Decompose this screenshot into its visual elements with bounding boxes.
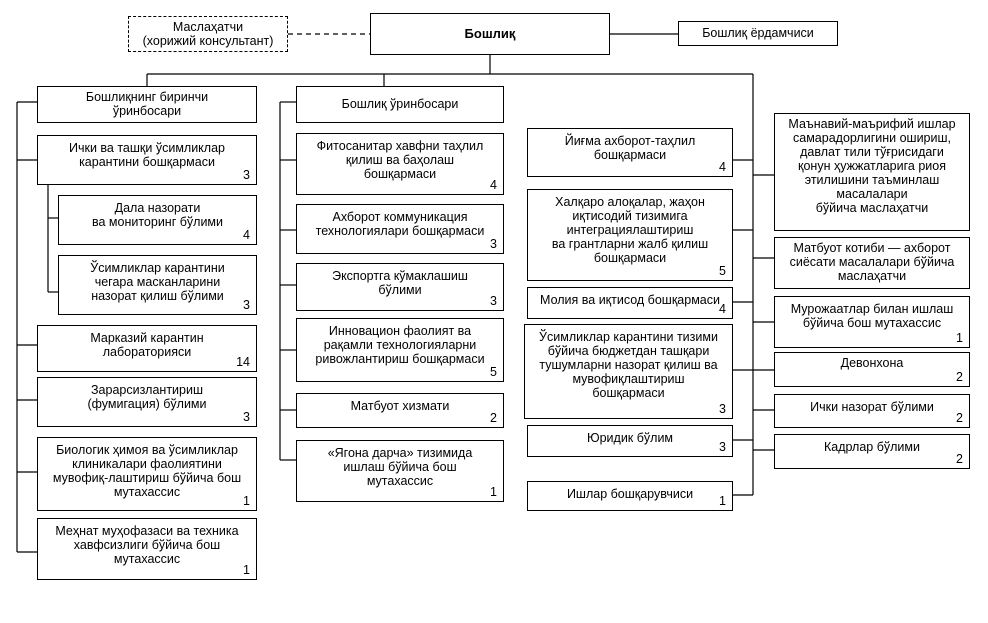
assistant-box: Бошлиқ ёрдамчиси bbox=[678, 21, 838, 46]
col2-item: «Ягона дарча» тизимида ишлаш бўйича бош … bbox=[296, 440, 504, 502]
col2-item-title: Экспортга кўмаклашиш бўлими bbox=[332, 269, 468, 297]
col4-item-count: 2 bbox=[956, 411, 963, 425]
col1-item-count: 3 bbox=[243, 410, 250, 424]
col4-item: Кадрлар бўлими 2 bbox=[774, 434, 970, 469]
col3-item-count: 4 bbox=[719, 160, 726, 174]
col2-item: Экспортга кўмаклашиш бўлими 3 bbox=[296, 263, 504, 311]
col3-item: Йиғма ахборот-таҳлил бошқармаси 4 bbox=[527, 128, 733, 177]
col3-item-count: 5 bbox=[719, 264, 726, 278]
col1-item: Ички ва ташқи ўсимликлар карантини бошқа… bbox=[37, 135, 257, 185]
col2-item-title: Инновацион фаолият ва рақамли технология… bbox=[315, 324, 485, 366]
col2-item-count: 3 bbox=[490, 237, 497, 251]
head-title: Бошлиқ bbox=[464, 26, 516, 41]
col1-item-count: 14 bbox=[236, 355, 250, 369]
col1-item-title: Ўсимликлар карантини чегара масканларини… bbox=[90, 261, 225, 303]
col1-item-count: 1 bbox=[243, 494, 250, 508]
col1-item: Зарарсизлантириш (фумигация) бўлими 3 bbox=[37, 377, 257, 427]
assistant-title: Бошлиқ ёрдамчиси bbox=[702, 26, 814, 40]
col1-item: Дала назорати ва мониторинг бўлими 4 bbox=[58, 195, 257, 245]
col2-item: Инновацион фаолият ва рақамли технология… bbox=[296, 318, 504, 382]
col2-item: Фитосанитар хавфни таҳлил қилиш ва баҳол… bbox=[296, 133, 504, 195]
col1-item-count: 3 bbox=[243, 168, 250, 182]
col2-item-count: 5 bbox=[490, 365, 497, 379]
col2-item-title: Фитосанитар хавфни таҳлил қилиш ва баҳол… bbox=[316, 139, 484, 181]
col1-item-title: Дала назорати ва мониторинг бўлими bbox=[91, 201, 224, 229]
col1-item: Ўсимликлар карантини чегара масканларини… bbox=[58, 255, 257, 315]
consultant-box: Маслаҳатчи (хорижий консультант) bbox=[128, 16, 288, 52]
col4-item: Ички назорат бўлими 2 bbox=[774, 394, 970, 428]
col2-item-title: Матбуот хизмати bbox=[350, 399, 450, 413]
col2-item: Матбуот хизмати 2 bbox=[296, 393, 504, 428]
col2-item: Ахборот коммуникация технологиялари бошқ… bbox=[296, 204, 504, 254]
col1-item-title: Биологик ҳимоя ва ўсимликлар клиникалари… bbox=[52, 443, 242, 499]
col2-item-count: 1 bbox=[490, 485, 497, 499]
col2-item-title: «Ягона дарча» тизимида ишлаш бўйича бош … bbox=[327, 446, 473, 488]
col3-item: Молия ва иқтисод бошқармаси 4 bbox=[527, 287, 733, 319]
col3-item-count: 1 bbox=[719, 494, 726, 508]
col3-item: Халқаро алоқалар, жаҳон иқтисодий тизими… bbox=[527, 189, 733, 281]
col3-item-title: Молия ва иқтисод бошқармаси bbox=[540, 293, 720, 307]
col4-item-count: 2 bbox=[956, 370, 963, 384]
col4-item-title: Кадрлар бўлими bbox=[824, 440, 920, 454]
col1-item-count: 3 bbox=[243, 298, 250, 312]
col2-item-title: Ахборот коммуникация технологиялари бошқ… bbox=[315, 210, 485, 238]
col3-item-count: 3 bbox=[719, 402, 726, 416]
col1-item-count: 1 bbox=[243, 563, 250, 577]
col2-item-count: 2 bbox=[490, 411, 497, 425]
col3-item: Ишлар бошқарувчиси 1 bbox=[527, 481, 733, 511]
col1-item: Меҳнат муҳофазаси ва техника хавфсизлиги… bbox=[37, 518, 257, 580]
col1-item-title: Ички ва ташқи ўсимликлар карантини бошқа… bbox=[69, 141, 225, 169]
col1-item-title: Меҳнат муҳофазаси ва техника хавфсизлиги… bbox=[55, 524, 239, 566]
col3-item-title: Йиғма ахборот-таҳлил бошқармаси bbox=[564, 134, 696, 162]
col4-item: Девонхона 2 bbox=[774, 352, 970, 387]
col3-item-title: Ишлар бошқарувчиси bbox=[566, 487, 694, 501]
col4-item-title: Ички назорат бўлими bbox=[810, 400, 934, 414]
col4-item-title: Матбуот котиби — ахборот сиёсати масалал… bbox=[789, 241, 955, 283]
first-deputy-box: Бошлиқнинг биринчи ўринбосари bbox=[37, 86, 257, 123]
col3-item-title: Халқаро алоқалар, жаҳон иқтисодий тизими… bbox=[551, 195, 709, 265]
col4-item: Мурожаатлар билан ишлаш бўйича бош мутах… bbox=[774, 296, 970, 348]
col4-item-count: 1 bbox=[956, 331, 963, 345]
consultant-title: Маслаҳатчи (хорижий консультант) bbox=[142, 20, 274, 48]
col3-item-title: Ўсимликлар карантини тизими бўйича бюдже… bbox=[539, 330, 718, 400]
col1-item: Марказий карантин лабораторияси 14 bbox=[37, 325, 257, 372]
col4-item-title: Девонхона bbox=[840, 356, 904, 370]
deputy-title: Бошлиқ ўринбосари bbox=[341, 97, 459, 111]
first-deputy-title: Бошлиқнинг биринчи ўринбосари bbox=[85, 90, 209, 118]
col1-item: Биологик ҳимоя ва ўсимликлар клиникалари… bbox=[37, 437, 257, 511]
col4-item-count: 2 bbox=[956, 452, 963, 466]
col2-item-count: 3 bbox=[490, 294, 497, 308]
col3-item-title: Юридик бўлим bbox=[586, 431, 674, 445]
col3-item-count: 3 bbox=[719, 440, 726, 454]
col3-item: Юридик бўлим 3 bbox=[527, 425, 733, 457]
col4-item: Матбуот котиби — ахборот сиёсати масалал… bbox=[774, 237, 970, 289]
col4-item: Маънавий-маърифий ишлар самарадорлигини … bbox=[774, 113, 970, 231]
deputy-box: Бошлиқ ўринбосари bbox=[296, 86, 504, 123]
col3-item-count: 4 bbox=[719, 302, 726, 316]
col3-item: Ўсимликлар карантини тизими бўйича бюдже… bbox=[524, 324, 733, 419]
col1-item-title: Зарарсизлантириш (фумигация) бўлими bbox=[87, 383, 207, 411]
col4-item-title: Маънавий-маърифий ишлар самарадорлигини … bbox=[788, 117, 956, 215]
col2-item-count: 4 bbox=[490, 178, 497, 192]
col4-item-title: Мурожаатлар билан ишлаш бўйича бош мутах… bbox=[790, 302, 954, 330]
head-box: Бошлиқ bbox=[370, 13, 610, 55]
col1-item-title: Марказий карантин лабораторияси bbox=[90, 331, 204, 359]
col1-item-count: 4 bbox=[243, 228, 250, 242]
